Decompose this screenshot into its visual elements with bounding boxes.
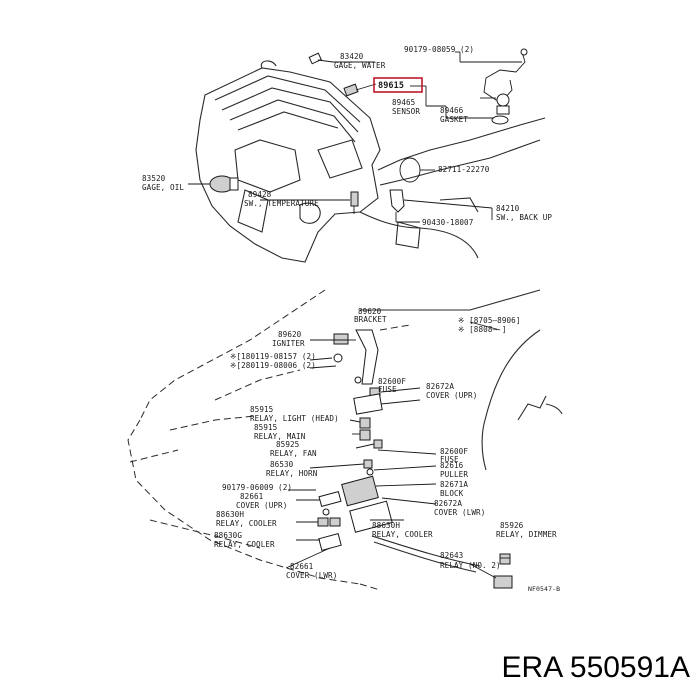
- label-relay-cooler2-name: RELAY, COOLER: [214, 540, 275, 549]
- label-cover-lwr-name: COVER (LWR): [434, 508, 485, 517]
- label-relay-cooler1-number: 88630H: [216, 510, 244, 519]
- label-sensor-number: 89465: [392, 98, 415, 107]
- date-legend-line1: ※ [8705–8906]: [458, 316, 521, 325]
- label-back-up-name: SW., BACK UP: [496, 213, 552, 222]
- brand-part-number: ERA 550591A: [502, 651, 690, 684]
- label-relay-dimmer-number: 85926: [500, 521, 524, 530]
- engine-outline: [195, 60, 546, 263]
- label-fuse2-name: FUSE: [440, 455, 459, 464]
- label-fuse1-number: 82600F: [378, 377, 406, 386]
- label-gasket-bolt-number: 90179-08059 (2): [404, 45, 474, 54]
- temperature-switch: [350, 191, 359, 214]
- label-fuse2-number: 82600F: [440, 447, 468, 456]
- label-relay-cooler2-number: 88630G: [214, 531, 242, 540]
- label-cover-upr2-number: 82661: [240, 492, 264, 501]
- label-block-number: 82671A: [440, 480, 468, 489]
- label-cover-upr2-name: COVER (UPR): [236, 501, 287, 510]
- label-relay-no2-number: 82643: [440, 551, 463, 560]
- label-cover-lwr2-name: COVER (LWR): [286, 571, 337, 580]
- label-screw2-number: ※[280119-08006 (2): [230, 361, 316, 370]
- label-back-up-number: 84210: [496, 204, 520, 213]
- label-cover-lwr2-number: 82661: [290, 562, 314, 571]
- oil-pressure-gage: [188, 175, 239, 193]
- label-clip-number: 90179-06009 (2): [222, 483, 292, 492]
- water-gage-sender: [308, 52, 334, 65]
- label-temp-switch-number: 89428: [248, 190, 272, 199]
- label-bracket-name: BRACKET: [354, 315, 387, 324]
- label-fuse1-name: FUSE: [378, 385, 397, 394]
- label-clamp-number: 82711-22270: [438, 165, 490, 174]
- label-temp-switch-name: SW., TEMPERATURE: [244, 199, 319, 208]
- label-bolt-number: 90430-18007: [422, 218, 473, 227]
- car-body-outline: [127, 289, 563, 591]
- label-oil-gage-number: 83520: [142, 174, 166, 183]
- label-relay-cooler3-name: RELAY, COOLER: [372, 530, 433, 539]
- label-screw1-number: ※[180119-08157 (2): [230, 352, 316, 361]
- label-relay-fan-number: 85925: [276, 440, 299, 449]
- label-bracket-number: 89620: [358, 307, 382, 316]
- date-legend: ※ [8705–8906] ※ [8808– ]: [458, 316, 521, 334]
- label-relay-no2-name: RELAY (NO. 2): [440, 561, 501, 570]
- label-relay-fan-name: RELAY, FAN: [270, 449, 317, 458]
- date-legend-line2: ※ [8808– ]: [458, 325, 507, 334]
- label-igniter-number: 89620: [278, 330, 302, 339]
- label-gasket-number: 89466: [440, 106, 464, 115]
- engine-label-group: 83420 GAGE, WATER 89615 90179-08059 (2) …: [142, 45, 552, 227]
- relay-symbols: [317, 417, 513, 589]
- label-relay-head-number: 85915: [250, 405, 273, 414]
- label-igniter-name: IGNITER: [272, 339, 305, 348]
- highlight-box: [373, 77, 423, 93]
- igniter-bracket: [333, 329, 379, 385]
- label-block-name: BLOCK: [440, 489, 464, 498]
- label-oil-gage-name: GAGE, OIL: [142, 183, 184, 192]
- engine-leaders: [260, 51, 522, 223]
- label-relay-horn-number: 86530: [270, 460, 294, 469]
- label-gasket-name: GASKET: [440, 115, 468, 124]
- label-puller-name: PULLER: [440, 470, 468, 479]
- oxygen-sensor: [480, 48, 528, 125]
- wire-harness: [371, 535, 481, 573]
- label-gage-water-name: GAGE, WATER: [334, 61, 386, 70]
- label-relay-main-number: 85915: [254, 423, 277, 432]
- fuse-upper: [353, 387, 421, 415]
- figure-code: NF0547-B: [528, 585, 560, 593]
- label-gage-water-number: 83420: [340, 52, 364, 61]
- label-puller-number: 82616: [440, 461, 464, 470]
- label-relay-main-name: RELAY, MAIN: [254, 432, 306, 441]
- label-cover-upr-name: COVER (UPR): [426, 391, 477, 400]
- lower-leaders: [285, 321, 510, 579]
- lower-label-group: 89620 BRACKET 89620 IGNITER ※[180119-081…: [214, 307, 557, 580]
- label-relay-head-name: RELAY, LIGHT (HEAD): [250, 414, 339, 423]
- label-relay-cooler1-name: RELAY, COOLER: [216, 519, 277, 528]
- label-cover-lwr-number: 82672A: [434, 499, 462, 508]
- label-relay-horn-name: RELAY, HORN: [266, 469, 318, 478]
- label-highlighted-part-number: 89615: [378, 81, 404, 91]
- highlighted-part-symbol: [343, 83, 377, 97]
- label-relay-cooler3-number: 88630H: [372, 521, 400, 530]
- label-relay-dimmer-name: RELAY, DIMMER: [496, 530, 557, 539]
- back-up-switch: [389, 189, 493, 222]
- label-sensor-name: SENSOR: [392, 107, 420, 116]
- clamp-ring: [399, 157, 435, 183]
- label-cover-upr-number: 82672A: [426, 382, 454, 391]
